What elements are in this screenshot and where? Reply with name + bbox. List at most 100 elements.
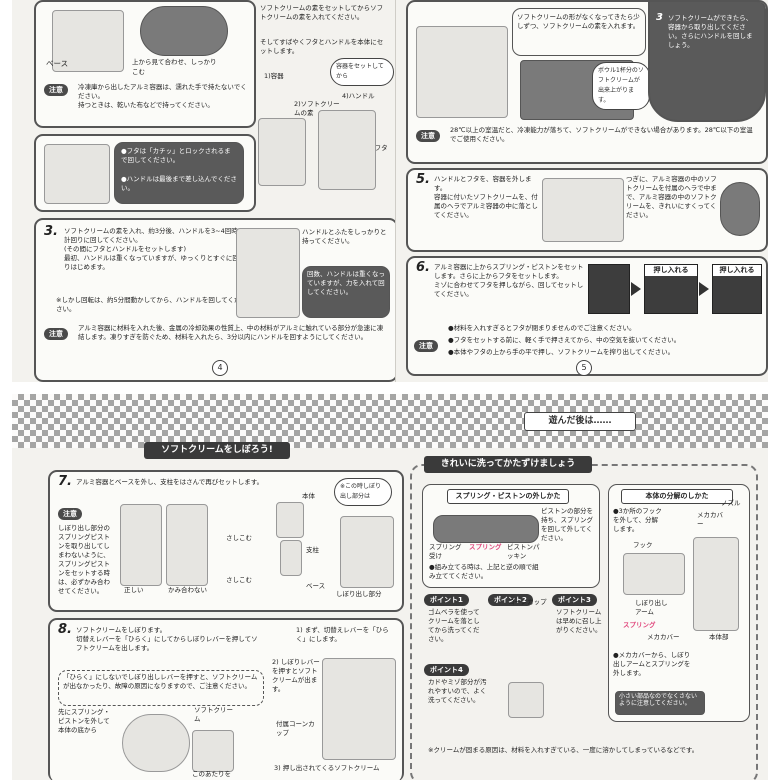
gingham-header [12,394,768,448]
step5-panel: 5. ハンドルとフタを、容器を外します。 容器に付いたソフトクリームを、付属のヘ… [406,168,768,252]
body-exploded-illustration [623,553,685,595]
body-warning-box: 小さい部品なのでなくさないように注意してください。 [615,691,705,715]
banner-after-play: 遊んだ後は…… [524,412,636,431]
callout-panel: ●フタは「カチッ」とロックされるまで回してください。 ●ハンドルは最後まで差し込… [34,134,256,212]
step7-label-ng: かみ合わない [168,586,207,594]
step7-number: 7. [58,474,72,489]
step6-arrow-1 [631,282,641,296]
step3-panel: 3. ソフトクリームの素を入れ、約3分後、ハンドルを3~4回時計回りに回してくだ… [34,218,396,382]
step7-assembled-illustration [340,516,394,588]
body-label-main: 本体部 [709,633,729,641]
body-note: ●メカカバーから、しぼり出しアームとスプリングを外します。 [613,651,691,677]
step7-note-badge: 注意 [58,508,82,520]
step8-step2: 2) しぼりレバーを押すとソフトクリームが出ます。 [272,658,320,693]
body-label-nozzle: ノズル [721,499,741,507]
spring-label-receiver: スプリング受け [429,543,462,560]
step3-number: 3. [44,224,58,239]
callout-dark-box: ●フタは「カチッ」とロックされるまで回してください。 ●ハンドルは最後まで差し込… [114,142,244,204]
label-lid: 3)フタ [368,144,388,152]
body-text: ●3か所のフックを外して、分解します。 [613,507,662,533]
step3-note-badge: 注意 [44,328,68,340]
manual-page-bottom: ソフトクリームをしぼろう! 遊んだ後は…… 7. アルミ容器とベースを外し、支柱… [12,394,768,780]
step7-label-top: 本体 [302,492,315,500]
step6-note-2: ●フタをセットする前に、軽く手で押さえてから、中の空気を抜いてください。 [448,336,681,344]
step2-base-label: ベース [46,59,69,68]
step2-note-text: 冷凍庫から出したアルミ容器は、濡れた手で持たないでください。 持つときは、乾いた… [78,83,247,109]
step7-label-post: 支柱 [306,546,319,554]
step7-label-insert: さしこむ [226,534,252,542]
spring-label-piston: ピストンパッキン [507,543,540,560]
label-cream: 2)ソフトクリームの素 [294,100,340,117]
spring-title: スプリング・ピストンの外しかた [447,489,569,504]
point-3-badge: ポイント3 [552,594,597,606]
step5-right-text: つぎに、アルミ容器の中のソフトクリームを付属のヘラで中まで、アルミ容器の中のソフ… [626,175,717,219]
manual-page-5: ソフトクリームの形がなくなってきたら少しずつ、ソフトクリームの素を入れます。 ボ… [396,0,768,382]
step5-illustration [542,178,624,242]
body-parts-illustration [693,537,739,631]
spring-illustration [433,515,539,543]
step7-note-text: しぼり出し部分のスプリングピストンを取り出してしまわないように、スプリングピスト… [58,524,110,595]
set-instruction: ソフトクリームの素をセットしてからソフトクリームの素を入れてください。 [260,4,384,21]
step5-text: ハンドルとフタを、容器を外します。 容器に付いたソフトクリームを、付属のヘラでア… [434,175,538,219]
step8-text: ソフトクリームをしぼります。 切替えレバーを「ひらく」にしてからしぼりレバーを押… [76,626,258,652]
step3-machine-illustration [236,228,300,318]
step8-machine-illustration [322,658,396,760]
step6-note-1: ●材料を入れすぎるとフタが閉まりませんのでご注意ください。 [448,324,636,332]
step8-note-box: 「ひらく」にしないでしぼり出しレバーを押すと、ソフトクリームが出なかったり、故障… [58,670,264,706]
step8-number: 8. [58,622,72,637]
point-1-badge: ポイント1 [424,594,469,606]
step7-panel: 7. アルミ容器とベースを外し、支柱をはさんで再びセットします。 注意 しぼり出… [48,470,404,612]
point-4-text: カドやミゾ部分が汚れやすいので、よく洗ってください。 [428,678,487,704]
step4-warn-text: 28℃以上の室温だと、冷凍能力が落ちて、ソフトクリームができない場合があります。… [450,126,753,143]
base-illustration [52,10,124,72]
step7-callout: ※この時しぼり出し部分は [334,478,392,506]
step7-ok-illustration [166,504,208,586]
point-1-text: ゴムベラを使ってクリームを落としてから洗ってください。 [428,608,480,643]
step6-note-3: ●本体やフタの上から手の平で押し、ソフトクリームを搾り出してください。 [448,348,675,356]
cup-illustration [508,682,544,718]
step3-right-text: ハンドルとふたをしっかりと持ってください。 [302,228,387,245]
body-label-spring: スプリング [623,621,656,629]
step4-panel: ソフトクリームの形がなくなってきたら少しずつ、ソフトクリームの素を入れます。 ボ… [406,0,768,164]
spring-label-spring: スプリング [469,543,502,551]
step5-number: 5. [416,172,430,187]
bottom-note: ※クリームが固まる原因は、材料を入れすぎている、一度に溶かしてしまっているなどで… [428,746,699,754]
step8-cream-label: ソフトクリーム [194,706,233,723]
body-warning-text: 小さい部品なのでなくさないように注意してください。 [619,693,698,707]
step8-cone-label: 付属コーンカップ [276,720,315,737]
step2-caption-b: こむ [132,68,145,76]
step6-arrow-2 [699,282,709,296]
step3-note-text: アルミ容器に材料を入れた後、金属の冷却効果の性質上、中の材料がアルミに触れている… [78,324,384,341]
step7-label-base: ベース [306,582,326,590]
step7-post-illustration [280,540,302,576]
step5-bowl-illustration [720,182,760,236]
callout-text-2: ●ハンドルは最後まで差し込んでください。 [121,175,237,192]
tip-box-a: ソフトクリームの形がなくなってきたら少しずつ、ソフトクリームの素を入れます。 [512,8,646,56]
machine-illustration-a [258,118,306,186]
step4-black-text: ソフトクリームができたら、容器から取り出してください。さらにハンドルを回しましょ… [668,14,753,49]
spring-note: ●組み立てる時は、上記と逆の順で組み立ててください。 [429,563,539,580]
lid-closeup-illustration [44,144,110,204]
step8-step1: 1) まず、切替えレバーを「ひらく」にします。 [296,626,389,643]
step8-panel: 8. ソフトクリームをしぼります。 切替えレバーを「ひらく」にしてからしぼりレバ… [48,618,404,780]
step6-photo-1 [588,264,630,314]
step6-photo-2-label: 押し入れる [645,265,697,276]
point-2-badge: ポイント2 [488,594,533,606]
step6-text: アルミ容器に上からスプリング・ピストンをセットします。さらに上からフタをセットし… [434,263,584,298]
point-2-text: コーンカップ [508,598,547,606]
banner-cleaning: きれいに洗ってかたずけましょう [424,456,592,473]
step6-photo-3: 押し入れる [712,264,762,314]
step6-photo-3-label: 押し入れる [713,265,761,276]
body-disassembly-panel: 本体の分解のしかた ●3か所のフックを外して、分解します。 フック メカカバー … [608,484,750,722]
page-number-5: 5 [576,360,592,376]
body-title: 本体の分解のしかた [621,489,733,504]
set-instruction-2: そしてすばやくフタとハンドルを本体にセットします。 [260,38,384,55]
body-label-cover: メカカバー [697,511,723,528]
step6-panel: 6. アルミ容器に上からスプリング・ピストンをセットします。さらに上からフタをセ… [406,256,768,376]
spring-panel: スプリング・ピストンの外しかた ピストンの部分を持ち、スプリングを回して外してく… [422,484,600,588]
body-label-arm: しぼり出しアーム [635,599,668,616]
step7-body-illustration [276,502,304,538]
step6-note-badge: 注意 [414,340,438,352]
step2-note-badge: 注意 [44,84,68,96]
manual-page-4: ベース 上から見て合わせ、しっかり こむ 注意 冷凍庫から出したアルミ容器は、濡… [12,0,396,382]
